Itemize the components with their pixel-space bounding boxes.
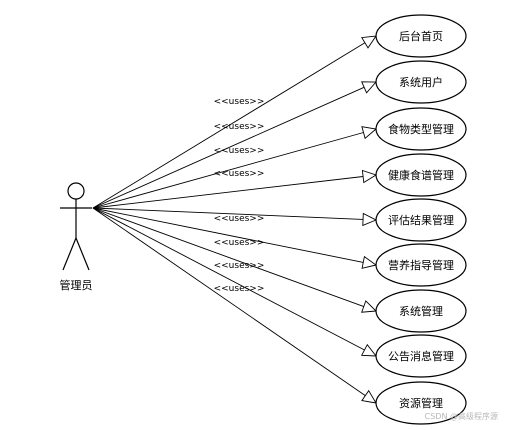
use-case-label: 营养指导管理 bbox=[388, 258, 454, 272]
association-line bbox=[92, 86, 365, 209]
actor-name: 管理员 bbox=[60, 278, 93, 292]
use-case-ellipse bbox=[375, 107, 467, 151]
association-line bbox=[92, 207, 364, 308]
association-line bbox=[92, 207, 364, 263]
use-case-label: 后台首页 bbox=[399, 29, 443, 43]
uses-stereotype-label: <<uses>> bbox=[214, 97, 265, 107]
watermark: CSDN @高级程序源 bbox=[424, 412, 498, 421]
arrow-head bbox=[361, 255, 378, 269]
use-case-ellipse bbox=[375, 334, 467, 378]
association-line bbox=[92, 176, 364, 209]
uses-stereotype-label: <<uses>> bbox=[214, 261, 265, 271]
actor-head bbox=[67, 182, 85, 200]
association-line bbox=[92, 207, 366, 396]
uses-stereotype-label: <<uses>> bbox=[214, 146, 265, 156]
use-case-label: 系统管理 bbox=[399, 304, 443, 318]
uses-stereotype-label: <<uses>> bbox=[214, 284, 265, 294]
association-line bbox=[92, 132, 364, 209]
use-case-label: 健康食谱管理 bbox=[388, 168, 454, 182]
association-line bbox=[92, 207, 365, 351]
use-case-ellipse bbox=[375, 14, 467, 58]
use-case-group: 后台首页系统用户食物类型管理健康食谱管理评估结果管理营养指导管理系统管理公告消息… bbox=[375, 14, 467, 425]
use-case-ellipse bbox=[375, 243, 467, 287]
use-case-ellipse bbox=[375, 153, 467, 197]
association-line bbox=[92, 42, 366, 209]
use-case-ellipse bbox=[375, 60, 467, 104]
arrow-head bbox=[361, 126, 378, 140]
arrow-head bbox=[361, 300, 378, 313]
use-case-label: 食物类型管理 bbox=[388, 122, 454, 136]
association-lines: <<uses>> <<uses>> <<uses>> <<uses>> <<uses>>… bbox=[92, 35, 378, 404]
arrow-head bbox=[361, 389, 377, 404]
arrow-head bbox=[361, 169, 378, 184]
use-case-label: 系统用户 bbox=[399, 75, 443, 89]
uses-stereotype-label: <<uses>> bbox=[214, 214, 265, 224]
use-case-label: 资源管理 bbox=[399, 396, 443, 410]
actor-figure: 管理员 bbox=[60, 182, 93, 292]
arrow-head bbox=[362, 212, 378, 227]
use-case-ellipse bbox=[375, 289, 467, 333]
arrow-head bbox=[361, 35, 377, 49]
actor-left-leg bbox=[62, 237, 77, 271]
uses-stereotype-label: <<uses>> bbox=[214, 169, 265, 179]
uses-stereotype-label: <<uses>> bbox=[214, 238, 265, 248]
use-case-ellipse bbox=[375, 381, 467, 425]
association-line bbox=[92, 207, 364, 220]
use-case-label: 评估结果管理 bbox=[388, 213, 454, 227]
use-case-ellipse bbox=[375, 198, 467, 242]
uses-stereotype-label: <<uses>> bbox=[214, 122, 265, 132]
arrow-head bbox=[360, 343, 377, 357]
actor-right-leg bbox=[75, 237, 90, 271]
use-case-label: 公告消息管理 bbox=[388, 349, 454, 363]
arrow-head bbox=[361, 81, 377, 94]
